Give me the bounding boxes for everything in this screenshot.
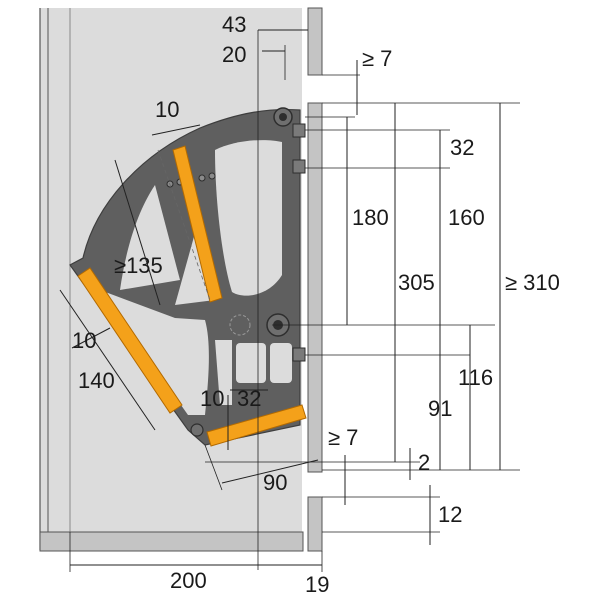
label-10-top: 10 <box>155 97 179 122</box>
arm-upper <box>172 145 223 303</box>
label-ge135: ≥135 <box>114 253 163 278</box>
label-140: 140 <box>78 368 115 393</box>
cutout-slot-1 <box>236 343 266 383</box>
front-panel-bottom <box>307 496 323 552</box>
dimension-lines <box>59 29 520 572</box>
cutout-upper <box>215 140 282 296</box>
label-43: 43 <box>222 12 246 37</box>
cutout-left <box>120 185 180 290</box>
label-32-top: 32 <box>450 135 474 160</box>
label-20: 20 <box>222 42 246 67</box>
label-2: 2 <box>418 450 430 475</box>
pivot-dashed <box>229 314 251 336</box>
cutout-lower-left <box>100 290 209 415</box>
front-panel-top <box>307 7 323 76</box>
pivot-bottom <box>190 423 204 437</box>
arm-left <box>77 267 183 414</box>
bracket-2 <box>292 159 306 174</box>
label-10-bottom: 10 <box>200 386 224 411</box>
label-200: 200 <box>170 568 207 593</box>
label-160: 160 <box>448 205 485 230</box>
label-305: 305 <box>398 270 435 295</box>
bracket-1 <box>292 123 306 138</box>
label-32-bottom: 32 <box>237 386 261 411</box>
label-116: 116 <box>458 365 493 390</box>
label-180: 180 <box>352 205 389 230</box>
arm-bottom <box>206 404 307 447</box>
cutout-slot-2 <box>270 343 292 383</box>
label-ge7-top: ≥ 7 <box>362 46 392 71</box>
label-90: 90 <box>263 470 287 495</box>
front-panel-middle <box>307 102 323 473</box>
label-ge7-bottom: ≥ 7 <box>328 425 358 450</box>
label-19: 19 <box>305 572 329 597</box>
label-91: 91 <box>428 396 452 421</box>
orange-arms <box>77 145 307 447</box>
dimension-labels: 43 20 ≥ 7 10 32 180 160 305 ≥ 310 ≥135 1… <box>72 12 560 597</box>
lift-mechanism <box>69 107 306 446</box>
cutout-slot-3 <box>215 340 232 405</box>
label-ge310: ≥ 310 <box>505 270 560 295</box>
label-10-left: 10 <box>72 328 96 353</box>
bracket-3 <box>292 347 306 362</box>
front-panels <box>307 7 323 552</box>
label-12: 12 <box>438 502 462 527</box>
pivot-top-inner <box>279 113 287 121</box>
cabinet-bottom-panel <box>39 531 304 552</box>
